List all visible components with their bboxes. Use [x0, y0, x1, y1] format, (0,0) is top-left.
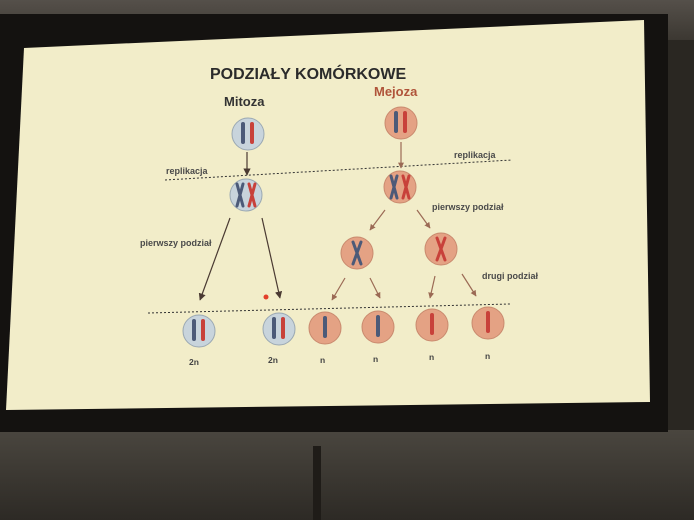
result-label-1: 2n [189, 357, 199, 367]
meiosis-cell-result-1 [308, 311, 342, 345]
mitosis-cell-result-2 [262, 312, 296, 346]
meiosis-heading: Mejoza [374, 84, 418, 99]
mitosis-arrow-left [198, 217, 231, 301]
result-line [147, 303, 511, 314]
replication-label-left: replikacja [166, 166, 208, 176]
slide-title: PODZIAŁY KOMÓRKOWE [210, 66, 407, 83]
meiosis-cell-replicated [383, 170, 417, 204]
screen-stand [313, 446, 321, 520]
meiosis-arrow-second-4 [461, 273, 477, 297]
result-label-4: n [373, 354, 379, 364]
replication-line [164, 159, 513, 181]
result-label-2: 2n [268, 355, 278, 365]
first-division-label-right: pierwszy podział [432, 202, 504, 212]
mitosis-heading: Mitoza [224, 94, 265, 109]
mitosis-cell-result-1 [182, 314, 216, 348]
second-division-label: drugi podział [482, 271, 538, 281]
meiosis-arrow-first-left [369, 209, 386, 231]
mitosis-cell-replicated [229, 178, 263, 212]
room-wall-bottom [0, 430, 694, 520]
laser-pointer-dot [263, 294, 269, 300]
meiosis-arrow-second-1 [331, 277, 346, 301]
meiosis-arrow-second-3 [428, 275, 436, 299]
replication-label-right: replikacja [454, 150, 496, 160]
result-label-3: n [320, 355, 326, 365]
meiosis-cell-result-3 [415, 308, 449, 342]
mitosis-arrow-right [261, 217, 283, 299]
meiosis-cell-start [384, 106, 418, 140]
meiosis-cell-result-4 [471, 306, 505, 340]
meiosis-cell-first-right [424, 232, 458, 266]
meiosis-arrow-second-2 [369, 277, 381, 299]
mitosis-cell-start [231, 117, 265, 151]
result-label-5: n [429, 352, 435, 362]
meiosis-arrow-first-right [416, 209, 431, 229]
first-division-label-left: pierwszy podział [140, 238, 212, 248]
meiosis-cell-result-2 [361, 310, 395, 344]
result-label-6: n [485, 351, 491, 361]
meiosis-cell-first-left [340, 236, 374, 270]
